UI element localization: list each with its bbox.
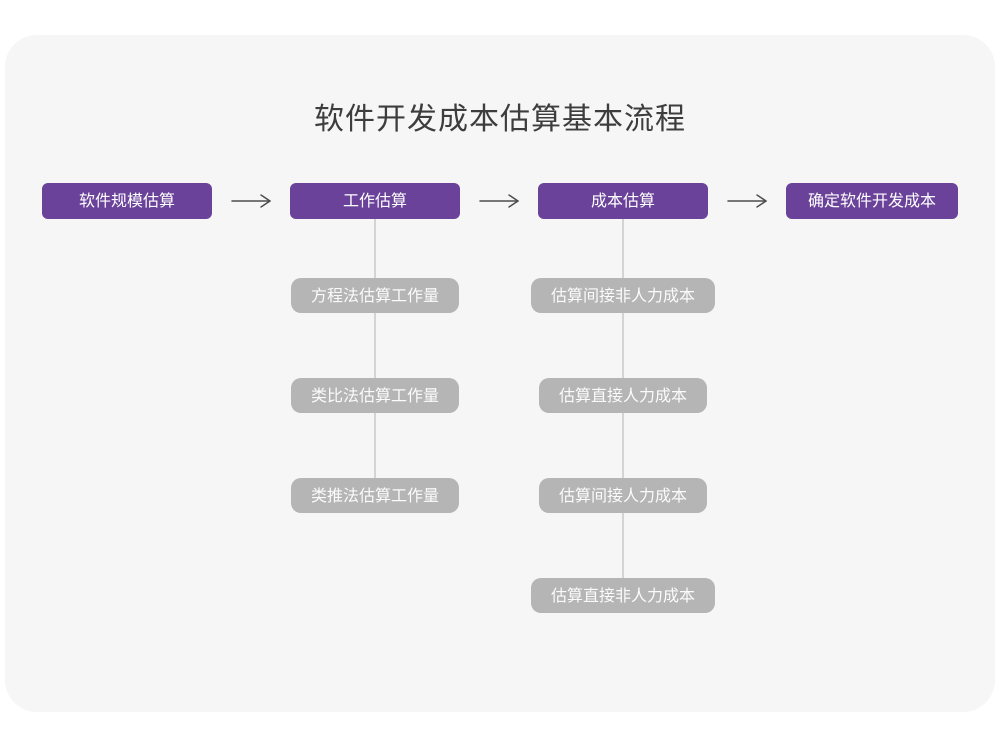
diagram-card: [5, 35, 995, 712]
sub-step-analogy-method: 类比法估算工作量: [290, 378, 460, 413]
arrow-step2-step3: [479, 194, 519, 208]
sub-step-indirect-nonlabor-cost: 估算间接非人力成本: [530, 278, 716, 313]
main-step-determine-dev-cost: 确定软件开发成本: [786, 183, 958, 219]
main-step-work-estimation: 工作估算: [290, 183, 460, 219]
sub-step-extrapolation-method: 类推法估算工作量: [290, 478, 460, 513]
diagram-title: 软件开发成本估算基本流程: [314, 102, 686, 137]
arrow-step1-step2: [231, 194, 271, 208]
main-step-software-scale-estimation: 软件规模估算: [42, 183, 212, 219]
arrow-step3-step4: [727, 194, 767, 208]
sub-step-direct-nonlabor-cost: 估算直接非人力成本: [530, 578, 716, 613]
sub-step-direct-labor-cost: 估算直接人力成本: [538, 378, 708, 413]
sub-step-equation-method: 方程法估算工作量: [290, 278, 460, 313]
main-step-cost-estimation: 成本估算: [538, 183, 708, 219]
sub-step-indirect-labor-cost: 估算间接人力成本: [538, 478, 708, 513]
